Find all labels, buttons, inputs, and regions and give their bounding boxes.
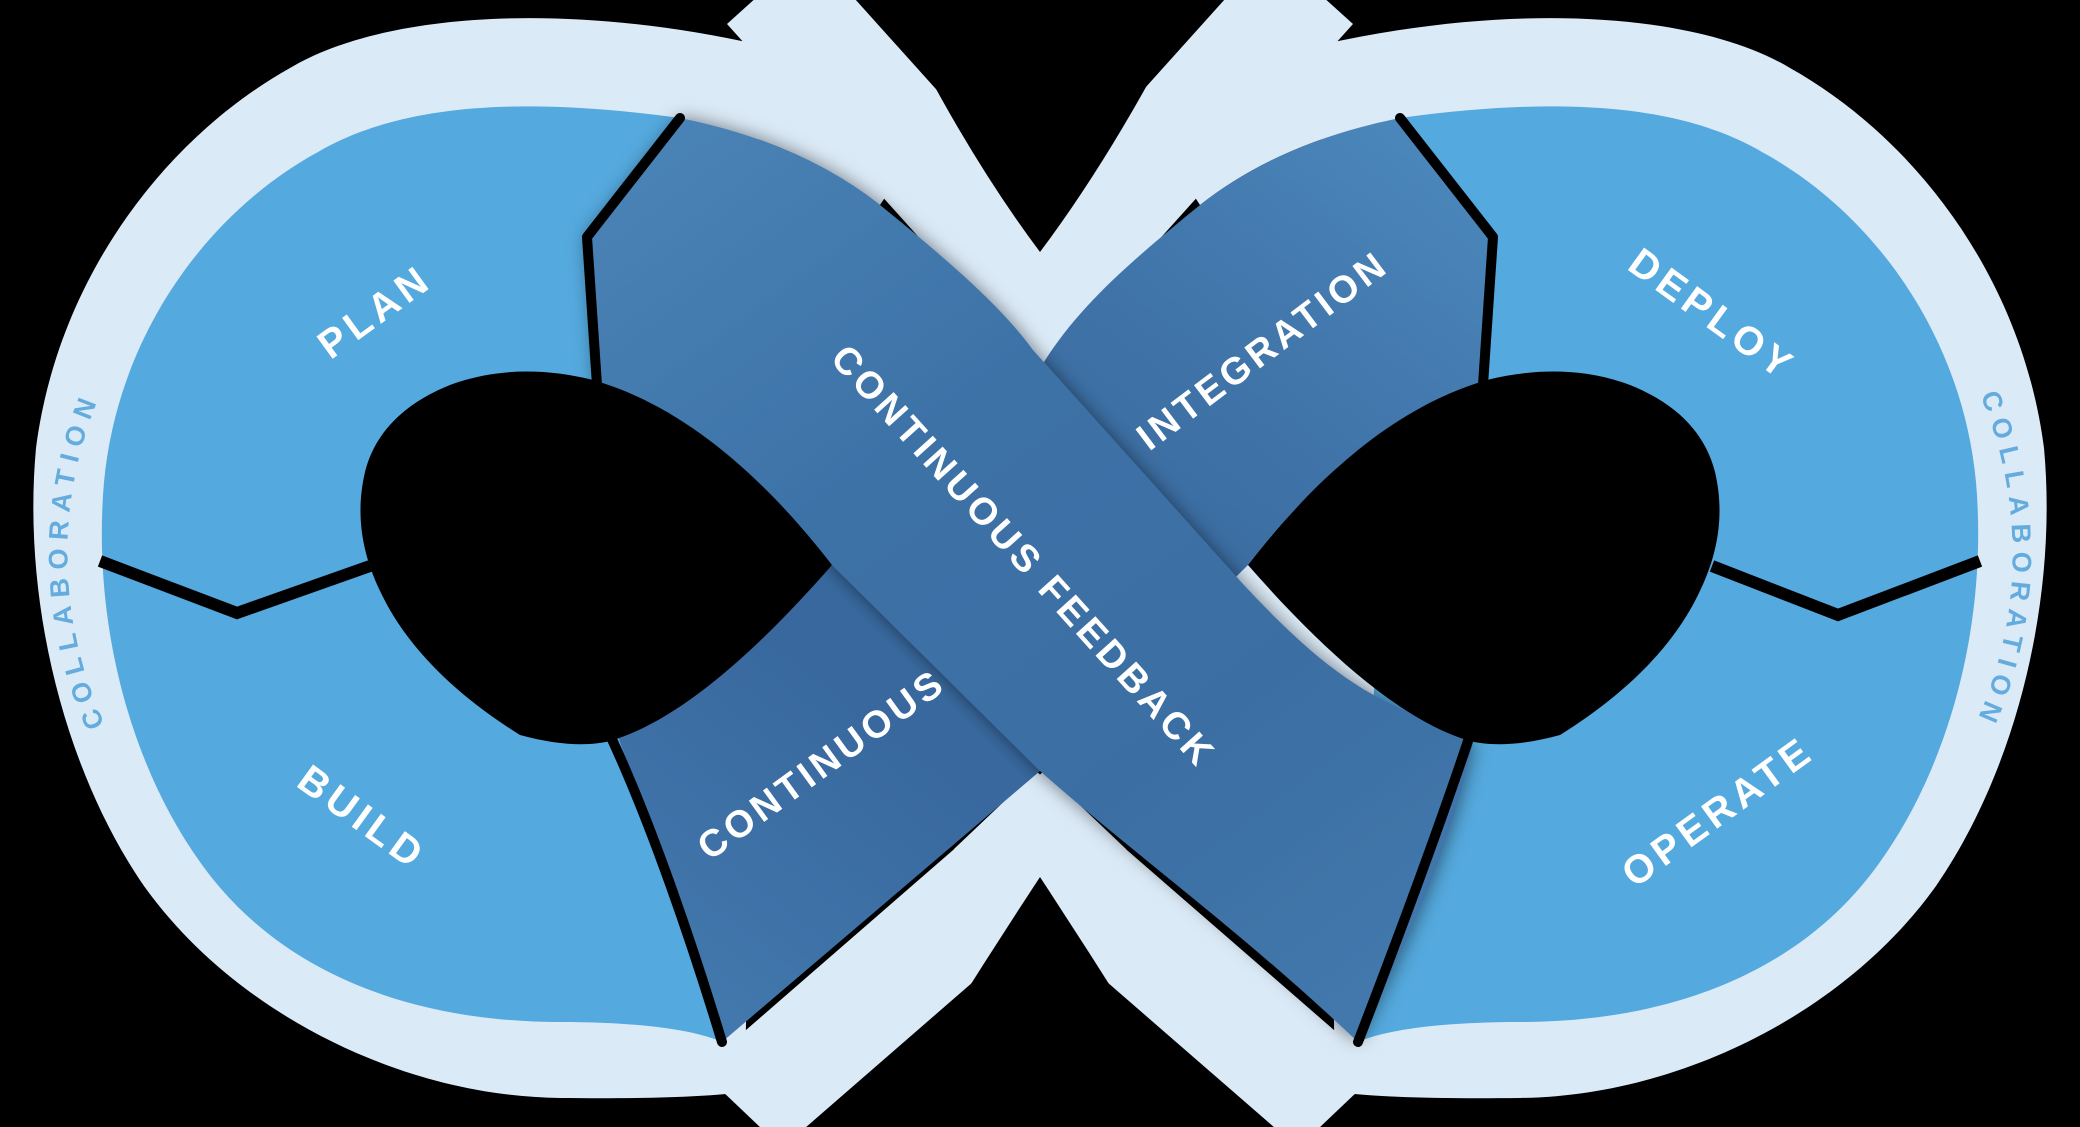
- divider-plan-feedback: [582, 113, 685, 390]
- hole-right: [1248, 371, 1720, 745]
- outer-ribbon-bottom-left-arm: [700, 771, 1126, 1127]
- outer-ribbon-filler-top-right: [1150, 33, 1400, 205]
- divider-build-integration: [605, 730, 727, 1047]
- band-continuous-feedback: [587, 118, 1473, 1042]
- notch-bottom: [882, 877, 1198, 1127]
- black-cutouts: [360, 0, 1720, 1127]
- outer-ribbon-filler-top-left: [680, 33, 930, 205]
- divider-integration-deploy: [1395, 113, 1498, 390]
- hole-left: [360, 371, 832, 745]
- notch-top: [890, 0, 1192, 252]
- divider-feedback-operate: [1353, 730, 1475, 1047]
- chevron-right: [1709, 555, 1983, 622]
- chevron-left: [97, 555, 372, 620]
